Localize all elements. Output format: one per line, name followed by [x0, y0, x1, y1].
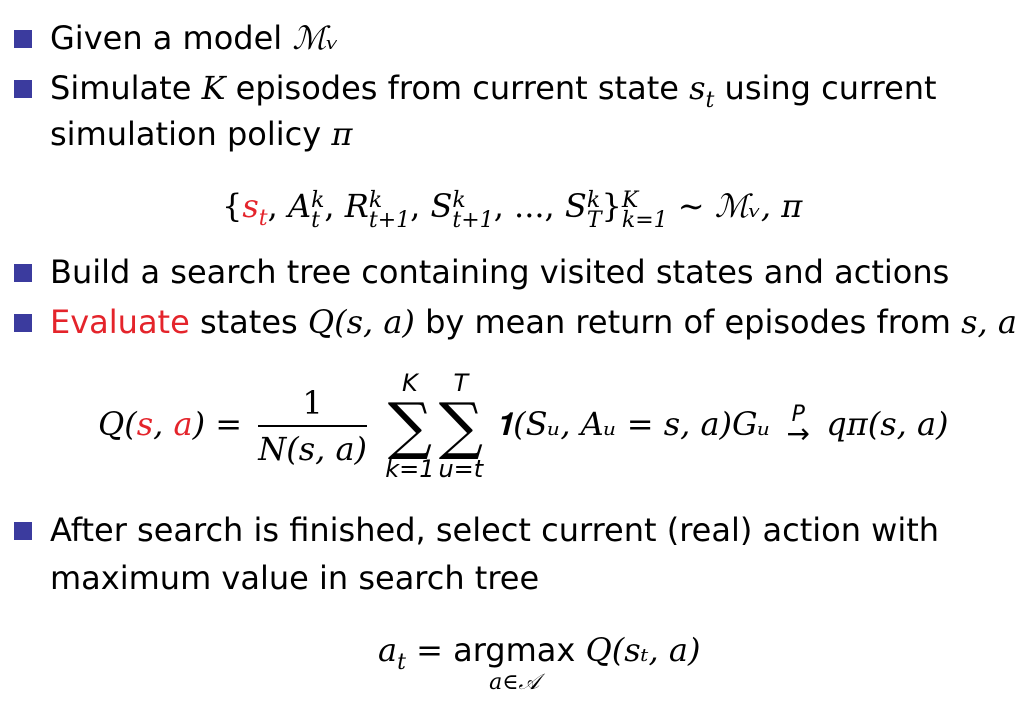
math-st-red: st — [242, 187, 268, 231]
bullet-simulate-cont: simulation policy π — [50, 114, 352, 154]
bullet-marker — [14, 314, 32, 332]
bullet-text: maximum value in search tree — [50, 559, 540, 597]
bullet-marker — [14, 522, 32, 540]
bullet-evaluate: Evaluate states Q(s, a) by mean return o… — [50, 302, 1017, 342]
bullet-marker — [14, 30, 32, 48]
bullet-text: Build a search tree containing visited s… — [50, 253, 950, 291]
sum-u: T∑u=t — [438, 369, 484, 483]
converge-arrow: P→ — [786, 402, 811, 450]
bullet-text: Given a model — [50, 19, 293, 57]
bullet-text: using current — [714, 69, 937, 107]
bullet-marker — [14, 80, 32, 98]
math-state: st — [689, 69, 715, 113]
math-q: Q(s, a) — [307, 303, 415, 341]
bullet-marker — [14, 264, 32, 282]
highlight-evaluate: Evaluate — [50, 303, 190, 341]
bullet-simulate: Simulate K episodes from current state s… — [50, 68, 937, 121]
bullet-build-tree: Build a search tree containing visited s… — [50, 252, 949, 292]
bullet-text: states — [189, 303, 308, 341]
math-model: ℳᵥ — [292, 19, 339, 57]
bullet-text: After search is finished, select current… — [50, 511, 940, 549]
sum-k: K∑k=1 — [385, 369, 435, 483]
bullet-given-model: Given a model ℳᵥ — [50, 18, 339, 58]
math-sa: s, a — [961, 303, 1017, 341]
bullet-text: episodes from current state — [225, 69, 690, 107]
math-pi: π — [331, 115, 353, 153]
bullet-text: simulation policy — [50, 115, 332, 153]
bullet-after-search: After search is finished, select current… — [50, 510, 939, 550]
bullet-after-search-cont: maximum value in search tree — [50, 558, 539, 598]
math-k: K — [201, 69, 226, 107]
bullet-text: Simulate — [50, 69, 202, 107]
bullet-text: by mean return of episodes from — [414, 303, 962, 341]
